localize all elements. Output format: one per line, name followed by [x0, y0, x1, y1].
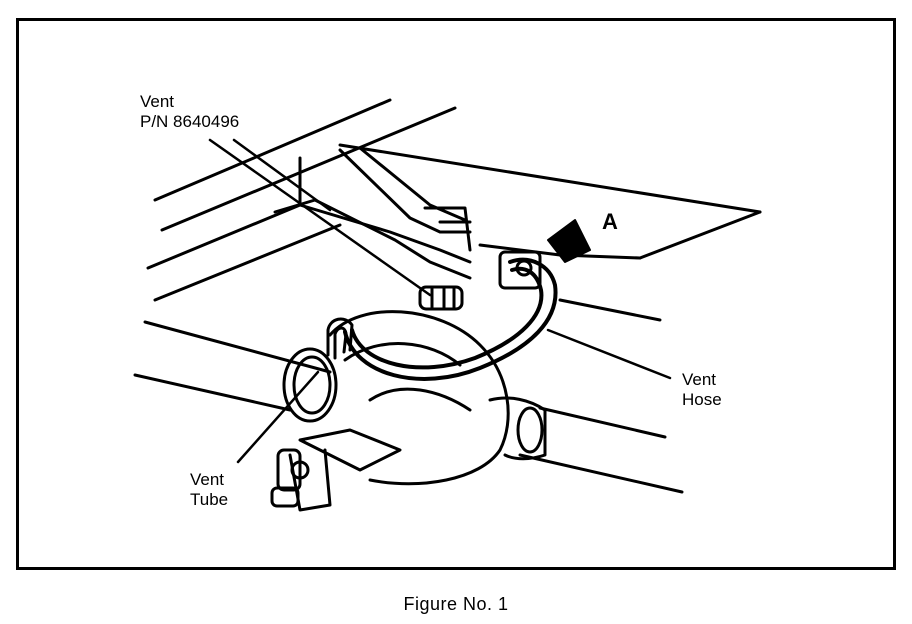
crossmember	[273, 146, 472, 280]
vent-tube-label-line1: Vent	[190, 470, 225, 489]
leader-lines	[208, 138, 672, 464]
vent-part-label-line2: P/N 8640496	[140, 112, 240, 131]
view-arrow-a	[547, 219, 591, 263]
vent-tube-label: Vent Tube	[190, 470, 228, 510]
figure-frame	[16, 18, 896, 570]
vent-part-label: Vent P/N 8640496	[140, 92, 239, 132]
axle-tube	[133, 298, 684, 494]
figure-caption: Figure No. 1	[403, 594, 509, 614]
differential-housing	[270, 310, 547, 512]
hose-clip	[498, 250, 542, 290]
frame-rails	[146, 98, 762, 302]
vent-hose-label-line1: Vent	[682, 370, 717, 389]
vent-hose-label: Vent Hose	[682, 370, 722, 410]
arrow-a-label: A	[602, 209, 618, 234]
vent-fitting	[418, 285, 464, 311]
vent-part-label-line1: Vent	[140, 92, 175, 111]
vent-hose-label-line2: Hose	[682, 390, 722, 409]
vent-hose	[343, 257, 558, 381]
vent-tube-label-line2: Tube	[190, 490, 229, 509]
